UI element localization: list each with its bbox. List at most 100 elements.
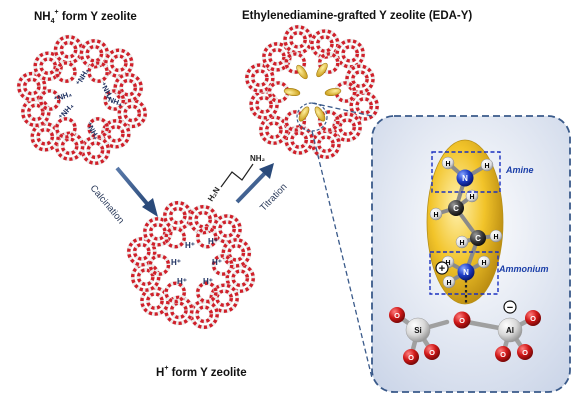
h-atom: H: [442, 275, 456, 289]
h-ion: H⁺: [171, 258, 181, 267]
framework-ring-oxygen: [332, 112, 362, 142]
zoom-line-top: [311, 102, 373, 117]
framework-ring: [136, 267, 155, 287]
framework-ring-oxygen: [245, 63, 275, 93]
framework-ring: [22, 77, 42, 96]
eda-ellipsoid: [298, 106, 310, 122]
h-zeolite-title: H+ form Y zeolite: [156, 365, 247, 379]
minus-charge: −: [503, 300, 517, 314]
framework-ring: [250, 68, 270, 88]
framework-ring: [231, 268, 250, 288]
framework-ring-oxygen: [317, 52, 340, 74]
h-ions: H⁺ H⁺ H⁺ H⁺ H⁺ H⁺: [171, 237, 222, 286]
o-atom: O: [517, 344, 533, 360]
framework-ring-oxygen: [250, 69, 269, 87]
svg-text:H: H: [469, 194, 474, 201]
framework-ring: [350, 69, 370, 89]
svg-text:N: N: [463, 268, 469, 277]
o-atom: O: [389, 307, 405, 323]
framework-ring-oxygen: [215, 289, 234, 308]
framework-ring: [340, 44, 360, 64]
framework-ring-oxygen: [146, 292, 164, 310]
h-ion: H⁺: [208, 237, 218, 246]
framework-ring: [227, 243, 246, 263]
framework-ring-oxygen: [195, 305, 214, 324]
framework-ring-oxygen: [264, 121, 283, 140]
eda-ellipsoid: [316, 62, 328, 78]
svg-text:O: O: [530, 314, 536, 323]
framework-ring: [38, 56, 58, 76]
framework-ring: [106, 124, 126, 144]
framework-ring: [194, 305, 214, 324]
o-atom: O: [403, 349, 419, 365]
framework-ring-oxygen: [218, 220, 236, 238]
framework-ring-oxygen: [268, 48, 286, 66]
framework-ring-oxygen: [335, 39, 365, 69]
framework-ring-oxygen: [211, 254, 234, 276]
carbon-atoms: C C: [448, 200, 486, 246]
svg-text:H: H: [433, 212, 438, 219]
amine-label: Amine: [506, 165, 534, 175]
framework-ring-oxygen: [148, 254, 171, 276]
si-atom: Si: [405, 317, 431, 343]
framework-ring-oxygen: [87, 61, 109, 83]
titration-arrow: [235, 163, 274, 204]
framework-ring-oxygen: [196, 226, 218, 249]
framework-ring: [59, 40, 78, 60]
framework-ring: [86, 140, 105, 160]
framework-ring-oxygen: [334, 81, 357, 103]
framework-ring: [145, 291, 165, 311]
svg-text:O: O: [459, 316, 465, 325]
framework-ring-oxygen: [22, 77, 41, 96]
framework-ring-oxygen: [259, 115, 289, 145]
framework-ring-oxygen: [54, 131, 85, 161]
framework-ring-oxygen: [317, 110, 340, 132]
framework-ring-oxygen: [55, 61, 77, 83]
eda-zeolite-framework: [244, 24, 380, 160]
framework-ring-oxygen: [351, 70, 369, 88]
framework-ring-oxygen: [87, 117, 109, 139]
framework-ring-oxygen: [123, 104, 142, 123]
svg-text:O: O: [522, 348, 528, 357]
framework-ring-oxygen: [113, 72, 143, 103]
framework-ring-oxygen: [164, 295, 194, 326]
framework-ring-oxygen: [60, 137, 79, 156]
framework-ring-oxygen: [17, 71, 47, 102]
nh4-zeolite-framework: [16, 34, 148, 166]
eda-ellipsoid: [314, 106, 326, 122]
c-atom: C: [448, 200, 464, 216]
framework-ring: [118, 78, 138, 97]
framework-ring: [354, 96, 374, 116]
h-atom: H: [429, 207, 443, 221]
framework-ring-oxygen: [316, 35, 334, 53]
svg-text:H: H: [446, 280, 451, 287]
framework-ring: [315, 34, 335, 54]
al-atom: Al: [497, 317, 523, 343]
framework-ring-oxygen: [38, 89, 61, 111]
svg-text:O: O: [408, 353, 414, 362]
framework-ring-oxygen: [103, 89, 126, 111]
eda-molecules-in-pore: [283, 62, 342, 122]
h-ion: H⁺: [177, 277, 187, 286]
hydrogen-atoms: H H H H H H H H H: [429, 156, 503, 289]
ammonium-label: Ammonium: [499, 264, 549, 274]
framework-ring: [289, 130, 309, 150]
framework-ring: [267, 47, 287, 67]
framework-ring: [85, 44, 104, 64]
svg-text:H: H: [484, 163, 489, 170]
h-atom: H: [455, 235, 469, 249]
h-ion: H⁺: [212, 258, 222, 267]
h-ion: H⁺: [203, 277, 213, 286]
framework-ring: [109, 53, 129, 73]
framework-ring-oxygen: [85, 44, 104, 63]
svg-text:N: N: [462, 174, 468, 183]
eda-ellipsoid: [283, 87, 301, 97]
framework-ring: [169, 301, 189, 320]
h-atom: H: [480, 158, 494, 172]
o-atom: O: [424, 344, 440, 360]
framework-ring-oxygen: [39, 57, 58, 76]
eda-ellipsoid: [296, 64, 308, 80]
svg-text:H: H: [493, 234, 498, 241]
framework-ring-oxygen: [317, 135, 335, 154]
